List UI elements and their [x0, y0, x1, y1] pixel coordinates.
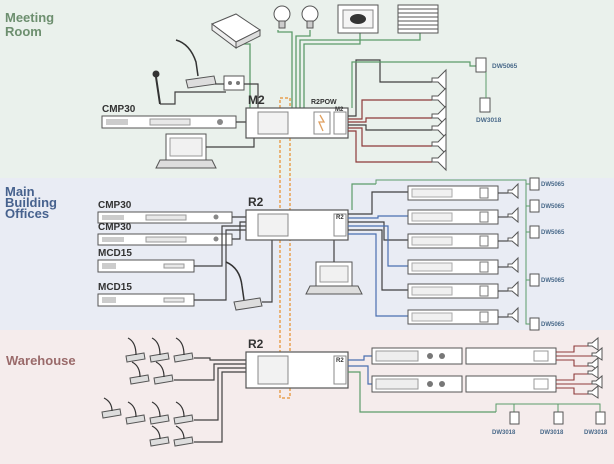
wall-panel-label: DW5065	[541, 230, 565, 236]
wall-panel-label: DW5065	[541, 204, 565, 210]
r2-processor	[245, 351, 349, 389]
amplifier-unit	[465, 347, 557, 365]
r2-tag-label: R2	[336, 358, 344, 364]
cmp30-label: CMP30	[98, 222, 132, 233]
mcd15-label: MCD15	[98, 248, 132, 259]
mcd15-device	[97, 259, 195, 273]
laptop-icon	[305, 240, 363, 295]
meeting-wall-panel	[475, 57, 491, 113]
amplifier-unit	[465, 375, 557, 393]
m2-processor	[245, 107, 349, 139]
amplifier-unit	[371, 375, 463, 393]
wall-panel-label: DW5065	[541, 182, 565, 188]
amplifier-unit	[407, 209, 499, 225]
gooseneck-microphone-icon	[225, 238, 273, 311]
wall-panel-label: DW3018	[540, 430, 564, 436]
light-bulb-icon	[301, 5, 319, 29]
amplifier-unit	[407, 185, 499, 201]
m2-tag-label: M2	[335, 107, 344, 113]
loudspeaker-icon	[507, 182, 519, 324]
display-unit	[211, 13, 261, 49]
loudspeaker-icon	[587, 336, 603, 399]
laptop-icon	[155, 133, 217, 169]
r2-label: R2	[248, 337, 264, 351]
wall-panel-label: DW5065	[541, 322, 565, 328]
mcd15-label: MCD15	[98, 282, 132, 293]
office-wall-panel	[529, 177, 540, 331]
zone-label-warehouse: Warehouse	[6, 353, 76, 368]
cmp30-device	[97, 233, 233, 246]
delegate-microphones	[101, 352, 194, 447]
r2pow-label: R2POW	[311, 99, 337, 106]
amplifier-unit	[407, 309, 499, 325]
handheld-microphone-icon	[152, 70, 161, 105]
amplifier-unit	[407, 233, 499, 249]
r2-tag-label: R2	[336, 215, 344, 221]
loudspeaker-icon	[431, 68, 447, 172]
blinds-icon	[397, 4, 439, 34]
projector-screen-icon	[337, 4, 379, 34]
r2-processor	[245, 209, 349, 241]
light-bulb-icon	[273, 5, 291, 29]
office-amp-wires	[348, 183, 408, 317]
gooseneck-microphone-icon	[175, 39, 217, 89]
meeting-speaker-wires	[348, 59, 480, 163]
wall-panel-label: DW3018	[492, 430, 516, 436]
r2-label: R2	[248, 195, 264, 209]
connection-box	[223, 75, 245, 91]
wall-panel-label: DW5065	[492, 63, 518, 70]
fiber-link	[279, 97, 291, 399]
amplifier-unit	[371, 347, 463, 365]
zone-meeting-room	[0, 0, 614, 178]
m2-label: M2	[248, 93, 265, 107]
cmp30-device	[101, 115, 237, 129]
zone-label-meeting-room: Meeting Room	[5, 10, 55, 39]
zone-label-main-building-offices: Main Building Offices	[5, 184, 57, 221]
cmp30-label: CMP30	[98, 200, 132, 211]
wall-panel-label: DW5065	[541, 278, 565, 284]
amplifier-unit	[407, 259, 499, 275]
cmp30-label: CMP30	[102, 104, 136, 115]
wall-panel-label: DW3018	[476, 117, 502, 124]
mcd15-device	[97, 293, 195, 307]
warehouse-wall-panel	[509, 411, 606, 425]
amplifier-unit	[407, 283, 499, 299]
wall-panel-label: DW3018	[584, 430, 608, 436]
